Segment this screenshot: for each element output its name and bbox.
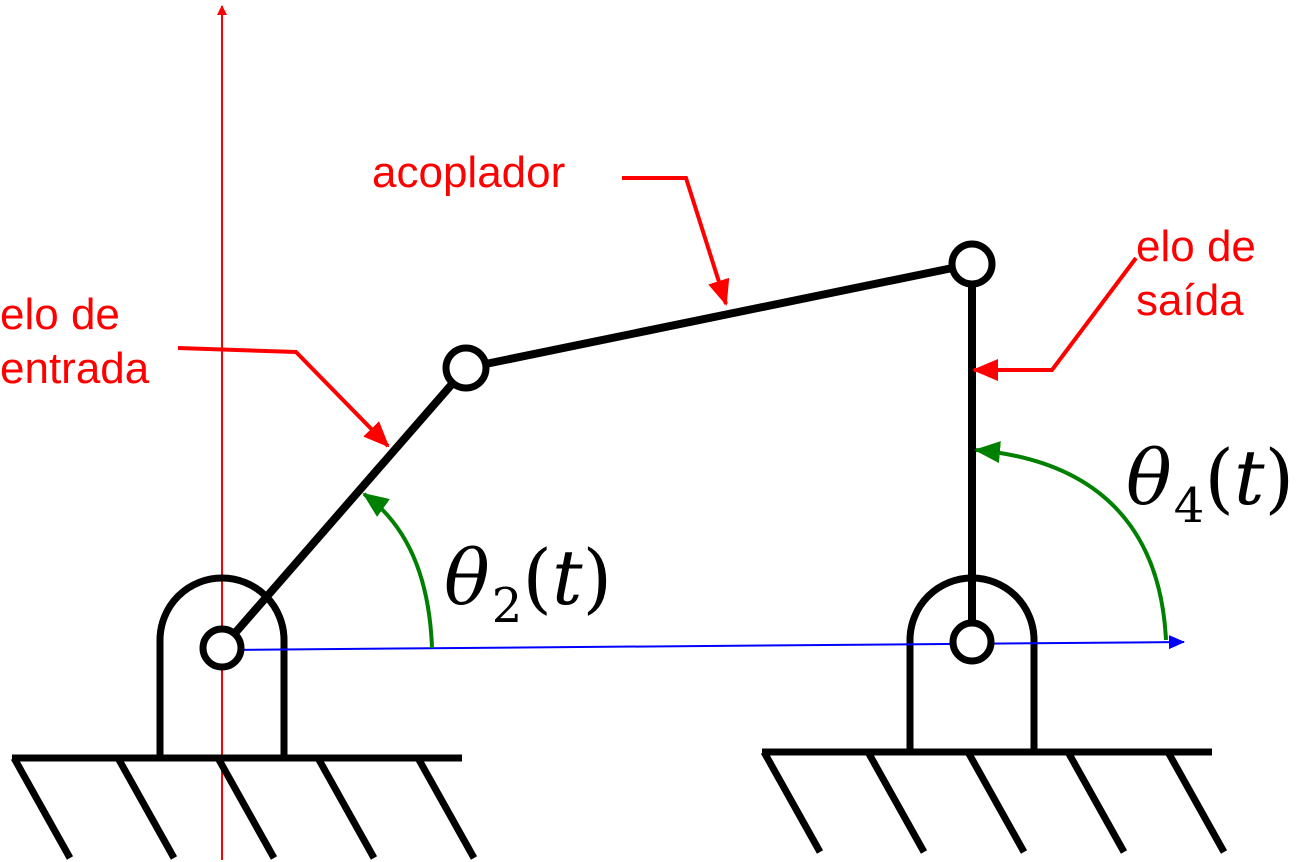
theta4-open-paren: (	[1204, 433, 1234, 522]
theta2-label: θ2(t)	[444, 538, 612, 635]
theta2-variable: t	[551, 533, 583, 622]
pivot-support-left	[156, 574, 288, 758]
theta2-open-paren: (	[522, 533, 552, 622]
coupler-link	[465, 260, 973, 372]
output-link-label: elo de saída	[1136, 220, 1256, 328]
theta2-arc	[362, 492, 434, 649]
ground-right	[760, 748, 1228, 854]
ground-left	[10, 754, 478, 860]
theta2-subscript: 2	[491, 578, 523, 634]
horizontal-reference-line	[221, 635, 1185, 651]
input-link-pointer	[177, 346, 390, 448]
theta4-variable: t	[1233, 433, 1265, 522]
theta4-close-paren: )	[1264, 433, 1295, 522]
input-link-label: elo de entrada	[0, 288, 149, 396]
input-link-label-line2: entrada	[0, 344, 150, 393]
theta4-label: θ4(t)	[1126, 438, 1294, 535]
coupler-pointer	[622, 176, 730, 306]
output-link-pointer	[972, 256, 1138, 381]
theta4-subscript: 4	[1173, 478, 1205, 534]
joint-input-coupler	[442, 344, 490, 392]
input-link	[218, 365, 470, 651]
input-link-label-line1: elo de	[0, 290, 120, 339]
joint-ground-right	[949, 619, 995, 665]
theta2-symbol: θ	[444, 533, 490, 622]
theta4-arc	[974, 441, 1168, 641]
output-link-label-line2: saída	[1136, 276, 1244, 325]
joint-coupler-output	[948, 240, 996, 288]
theta4-symbol: θ	[1126, 433, 1172, 522]
joint-ground-left	[199, 625, 245, 671]
coupler-label: acoplador	[372, 148, 566, 197]
theta2-close-paren: )	[582, 533, 613, 622]
output-link-label-line1: elo de	[1136, 222, 1256, 271]
